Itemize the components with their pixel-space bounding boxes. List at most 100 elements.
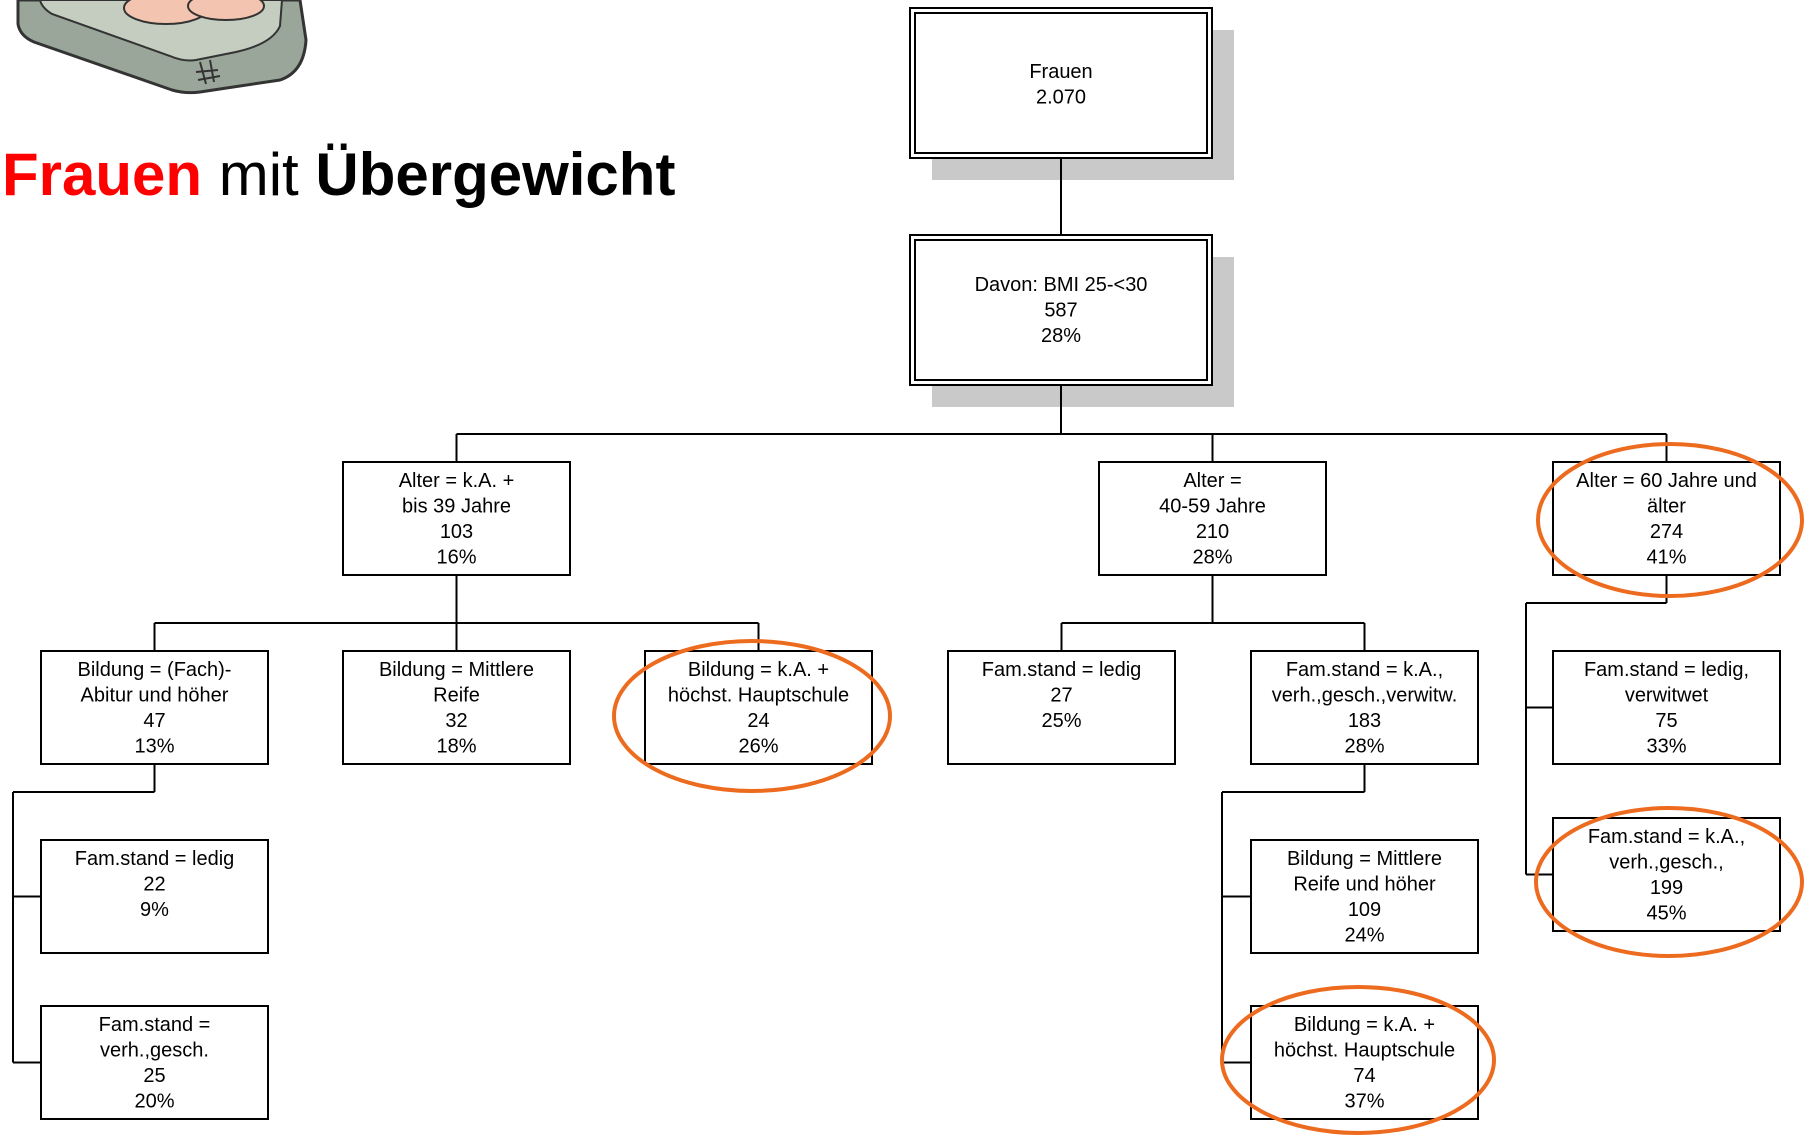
node-text-line: Davon: BMI 25-<30: [975, 274, 1148, 296]
node-text-line: 25: [143, 1065, 165, 1087]
node-text-line: Bildung = k.A. +: [1294, 1014, 1435, 1036]
node-box: [40, 839, 269, 954]
node-text-line: 2.070: [1036, 87, 1086, 109]
bathroom-scale-icon: [16, 0, 308, 95]
node-box-inner-border: [914, 12, 1208, 154]
node-box-inner-border: [914, 239, 1208, 381]
node-box: [909, 7, 1213, 159]
node-text-line: 75: [1655, 710, 1677, 732]
node-box: [1552, 817, 1781, 932]
node-text-line: Reife und höher: [1293, 874, 1436, 896]
highlight-ellipse-edu-haupt-mid: [1220, 985, 1496, 1135]
node-text-line: Abitur und höher: [81, 685, 229, 707]
node-box: [1552, 461, 1781, 576]
node-text-line: bis 39 Jahre: [402, 496, 511, 518]
node-text-line: verh.,gesch.,: [1609, 852, 1724, 874]
tree-node-edu-abitur: Bildung = (Fach)- Abitur und höher 47 13%: [40, 650, 269, 765]
node-box: [644, 650, 873, 765]
node-text-line: 27: [1050, 685, 1072, 707]
tree-node-edu-haupt-mid: Bildung = k.A. + höchst. Hauptschule 74 37%: [1250, 1005, 1479, 1120]
node-text-line: Reife: [433, 685, 480, 707]
node-box: [1250, 1005, 1479, 1120]
node-text-line: Fam.stand = ledig,: [1584, 659, 1749, 681]
node-text-line: 45%: [1646, 903, 1686, 925]
highlight-ellipse-fam-verh-old: [1534, 806, 1804, 958]
node-text-line: Fam.stand = k.A.,: [1286, 659, 1443, 681]
node-text-line: verh.,gesch.,verwitw.: [1272, 685, 1458, 707]
node-text-line: Bildung = (Fach)-: [78, 659, 232, 681]
page-title: Frauen mit Übergewicht: [2, 140, 675, 210]
node-text-line: 40-59 Jahre: [1159, 496, 1266, 518]
node-text-line: 33%: [1646, 736, 1686, 758]
tree-node-fam-ledig-old: Fam.stand = ledig, verwitwet 75 33%: [1552, 650, 1781, 765]
tree-node-fam-ledig-mid: Fam.stand = ledig 27 25%: [947, 650, 1176, 765]
tree-node-age-young: Alter = k.A. + bis 39 Jahre 103 16%: [342, 461, 571, 576]
node-box: [1250, 650, 1479, 765]
tree-node-fam-verh-abitur: Fam.stand = verh.,gesch. 25 20%: [40, 1005, 269, 1120]
node-text-line: 47: [143, 710, 165, 732]
node-text-line: Fam.stand = k.A.,: [1588, 826, 1745, 848]
node-box: [1250, 839, 1479, 954]
tree-node-age-old: Alter = 60 Jahre und älter 274 41%: [1552, 461, 1781, 576]
tree-node-fam-verh-old: Fam.stand = k.A., verh.,gesch., 199 45%: [1552, 817, 1781, 932]
node-text-line: Fam.stand = ledig: [75, 848, 235, 870]
title-uebergewicht: Übergewicht: [315, 141, 676, 208]
node-text-line: 32: [445, 710, 467, 732]
node-text-line: 28%: [1041, 325, 1081, 347]
tree-node-bmi: Davon: BMI 25-<30 587 28%: [909, 234, 1213, 386]
tree-node-fam-ledig-abitur: Fam.stand = ledig 22 9%: [40, 839, 269, 954]
node-text-line: 274: [1650, 521, 1683, 543]
node-box: [1098, 461, 1327, 576]
node-text-line: 103: [440, 521, 473, 543]
node-text-line: 9%: [140, 899, 169, 921]
node-text-line: 24%: [1344, 925, 1384, 947]
node-text-line: Fam.stand = ledig: [982, 659, 1142, 681]
highlight-ellipse-edu-haupt-young: [612, 639, 892, 793]
node-text-line: Bildung = Mittlere: [1287, 848, 1442, 870]
node-text-line: Bildung = k.A. +: [688, 659, 829, 681]
node-box: [40, 1005, 269, 1120]
node-box: [1552, 650, 1781, 765]
node-text-line: 28%: [1344, 736, 1384, 758]
node-text-line: 22: [143, 874, 165, 896]
node-text-line: 41%: [1646, 547, 1686, 569]
node-text-line: 26%: [738, 736, 778, 758]
node-box: [947, 650, 1176, 765]
node-text-line: verh.,gesch.: [100, 1040, 209, 1062]
node-text-line: Bildung = Mittlere: [379, 659, 534, 681]
node-text-line: 25%: [1041, 710, 1081, 732]
node-text-line: 74: [1353, 1065, 1375, 1087]
node-text-line: höchst. Hauptschule: [1274, 1040, 1455, 1062]
highlight-ellipse-age-old: [1536, 442, 1804, 598]
node-text-line: Frauen: [1029, 61, 1092, 83]
node-box: [909, 234, 1213, 386]
tree-node-root: Frauen 2.070: [909, 7, 1213, 159]
node-text-line: Alter = 60 Jahre und: [1576, 470, 1757, 492]
node-text-line: höchst. Hauptschule: [668, 685, 849, 707]
node-text-line: 13%: [134, 736, 174, 758]
node-text-line: Fam.stand =: [99, 1014, 211, 1036]
title-frauen: Frauen: [2, 141, 203, 208]
title-mit: mit: [202, 141, 316, 208]
node-box: [40, 650, 269, 765]
node-text-line: 18%: [436, 736, 476, 758]
node-text-line: 199: [1650, 877, 1683, 899]
node-box: [342, 650, 571, 765]
node-text-line: Alter = k.A. +: [399, 470, 515, 492]
node-text-line: 37%: [1344, 1091, 1384, 1113]
node-text-line: 183: [1348, 710, 1381, 732]
tree-node-fam-verh-mid: Fam.stand = k.A., verh.,gesch.,verwitw. 18…: [1250, 650, 1479, 765]
node-text-line: älter: [1647, 496, 1686, 518]
node-box: [342, 461, 571, 576]
node-text-line: 210: [1196, 521, 1229, 543]
node-text-line: 587: [1044, 300, 1077, 322]
node-text-line: 109: [1348, 899, 1381, 921]
node-text-line: 16%: [436, 547, 476, 569]
node-text-line: verwitwet: [1625, 685, 1709, 707]
node-text-line: 20%: [134, 1091, 174, 1113]
